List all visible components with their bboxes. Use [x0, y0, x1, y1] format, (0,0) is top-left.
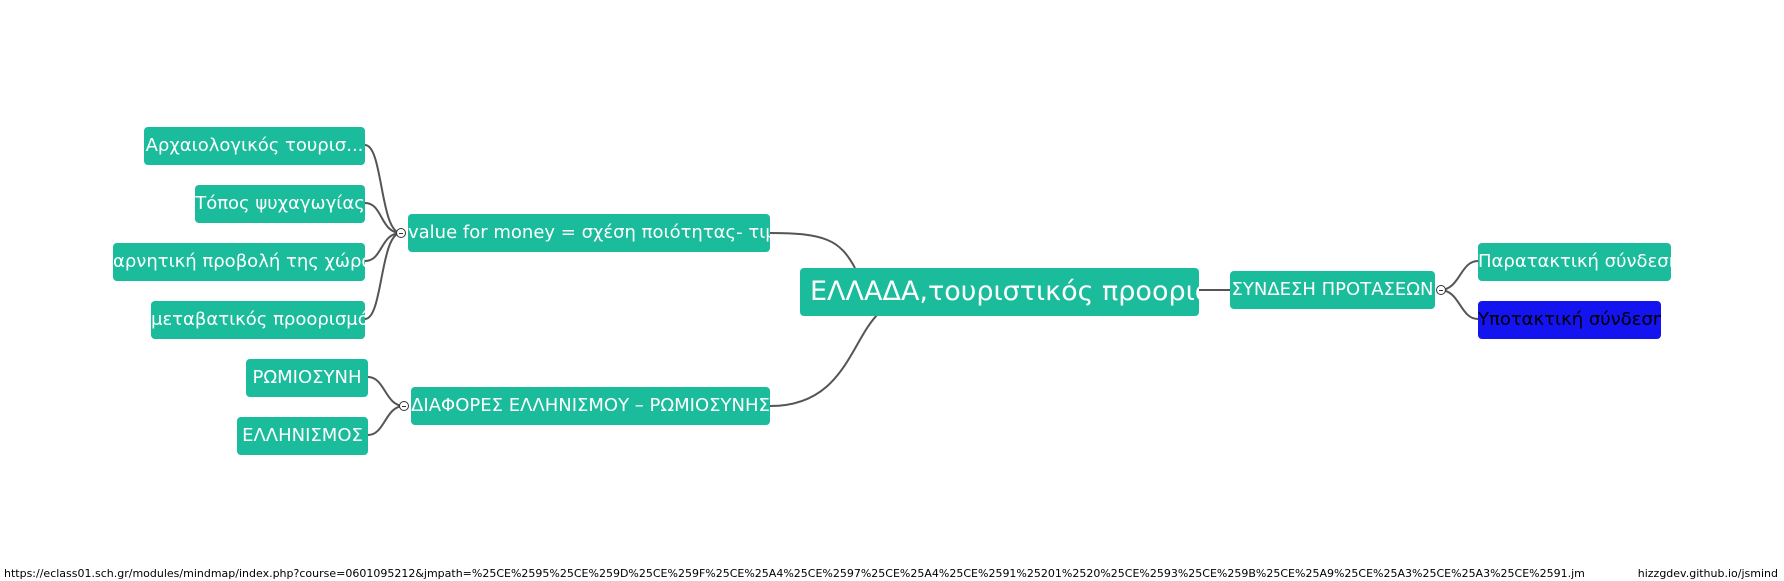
- edge-vfm-to-metavatikos: [364, 232, 402, 320]
- branch-syndesi-protaseon[interactable]: ΣΥΝΔΕΣΗ ΠΡΟΤΑΣΕΩΝ: [1230, 271, 1435, 309]
- leaf-ellinismos[interactable]: ΕΛΛΗΝΙΣΜΟΣ: [237, 417, 368, 455]
- branch-value-for-money[interactable]: value for money = σχέση ποιότητας- τιμής: [408, 214, 770, 252]
- edge-vfm-to-arnitiki: [364, 232, 402, 262]
- leaf-archaiologikos-tourismos[interactable]: Αρχαιολογικός τουρισ...: [144, 127, 365, 165]
- collapse-toggle-value-for-money[interactable]: [396, 228, 406, 238]
- leaf-ypotaktiki-syndesi[interactable]: Υποτακτική σύνδεση: [1478, 301, 1661, 339]
- edge-vfm-to-archaiologikos: [364, 144, 402, 234]
- leaf-topos-psychagogias[interactable]: Τόπος ψυχαγωγίας: [195, 185, 365, 223]
- leaf-arnitiki-provoli[interactable]: αρνητική προβολή της χώρας: [113, 243, 365, 281]
- leaf-paratakliki-syndesi[interactable]: Παρατακτική σύνδεση: [1478, 243, 1671, 281]
- root-node[interactable]: ΕΛΛΑΔΑ,τουριστικός προορισ...: [800, 268, 1199, 316]
- collapse-toggle-syndesi[interactable]: [1436, 285, 1446, 295]
- edge-root-to-value-for-money: [769, 232, 856, 269]
- status-url: https://eclass01.sch.gr/modules/mindmap/…: [4, 567, 1585, 580]
- edge-syndesi-to-ypotaktiki: [1439, 289, 1479, 320]
- branch-diafores[interactable]: ΔΙΑΦΟΡΕΣ ΕΛΛΗΝΙΣΜΟΥ – ΡΩΜΙΟΣΥΝΗΣ: [411, 387, 770, 425]
- leaf-metavatikos-proorismos[interactable]: μεταβατικός προορισμός: [151, 301, 365, 339]
- edge-syndesi-to-paratakliki: [1439, 260, 1479, 291]
- edge-diafores-to-romiosyni: [367, 376, 405, 407]
- edge-diafores-to-ellinismos: [367, 405, 405, 436]
- leaf-romiosyni[interactable]: ΡΩΜΙΟΣΥΝΗ: [246, 359, 368, 397]
- collapse-toggle-diafores[interactable]: [399, 401, 409, 411]
- status-credit[interactable]: hizzgdev.github.io/jsmind: [1637, 567, 1778, 580]
- edge-vfm-to-topos: [364, 202, 402, 234]
- edge-root-to-diafores: [769, 311, 881, 407]
